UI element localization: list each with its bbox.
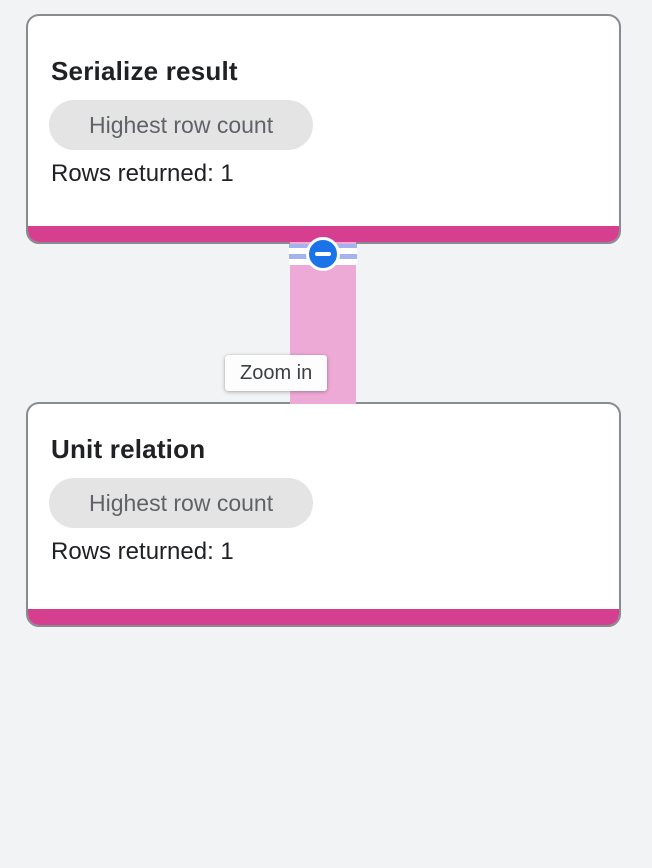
duration-bar: [28, 226, 619, 242]
node-title: Serialize result: [51, 56, 238, 86]
node-title: Unit relation: [51, 434, 206, 464]
rows-returned-label: Rows returned: 1: [51, 538, 234, 565]
collapse-button[interactable]: [306, 237, 340, 271]
minus-icon: [315, 251, 331, 257]
zoom-in-tooltip: Zoom in: [225, 355, 328, 391]
node-serialize-result[interactable]: Serialize result Highest row count Rows …: [26, 14, 621, 244]
rows-returned-label: Rows returned: 1: [51, 160, 234, 187]
node-unit-relation[interactable]: Unit relation Highest row count Rows ret…: [26, 402, 621, 627]
highest-row-count-badge: Highest row count: [49, 478, 314, 528]
highest-row-count-badge: Highest row count: [49, 100, 314, 150]
duration-bar: [28, 609, 619, 625]
